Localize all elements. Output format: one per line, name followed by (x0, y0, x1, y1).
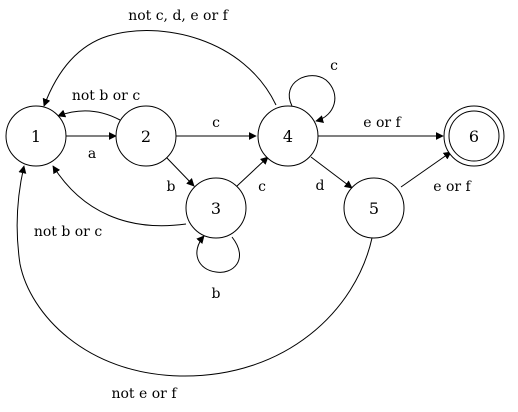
label-4-to-6: e or f (363, 115, 402, 131)
state-3-label: 3 (211, 199, 221, 218)
label-4-self-loop: c (330, 58, 338, 74)
label-3-self-loop: b (212, 286, 221, 302)
edge-3-to-4 (236, 156, 269, 187)
edge-3-to-1 (52, 165, 187, 227)
state-2-label: 2 (141, 127, 151, 146)
label-1-to-2: a (88, 146, 96, 162)
label-5-to-1: not e or f (111, 386, 178, 402)
label-4-to-1: not c, d, e or f (128, 8, 229, 24)
edge-2-to-3 (165, 156, 195, 187)
edge-5-to-6 (400, 151, 452, 188)
label-2-to-1: not b or c (72, 88, 141, 104)
state-6-accepting: 6 (443, 105, 505, 167)
edge-4-to-1 (42, 30, 277, 107)
edge-5-to-1 (16, 165, 373, 377)
state-3: 3 (185, 177, 247, 239)
edge-3-self-loop (196, 235, 240, 273)
state-1: 1 (5, 105, 67, 167)
label-4-to-5: d (316, 178, 325, 194)
state-6-label: 6 (469, 127, 479, 146)
edge-4-self-loop (288, 75, 336, 124)
state-1-label: 1 (31, 127, 41, 146)
states: 1 2 3 4 5 6 (5, 105, 505, 239)
label-3-to-1: not b or c (34, 224, 103, 240)
state-5: 5 (343, 177, 405, 239)
edges (16, 30, 452, 377)
label-3-to-4: c (258, 179, 266, 195)
state-5-label: 5 (369, 199, 379, 218)
edge-2-to-1 (57, 109, 121, 121)
edge-labels: a not b or c c b c b not b or c c e or f… (34, 8, 473, 402)
label-5-to-6: e or f (433, 179, 472, 195)
edge-4-to-5 (310, 156, 353, 189)
state-4-label: 4 (283, 127, 293, 146)
state-2: 2 (115, 105, 177, 167)
state-4: 4 (257, 105, 319, 167)
label-2-to-3: b (167, 179, 176, 195)
label-2-to-4: c (212, 115, 220, 131)
